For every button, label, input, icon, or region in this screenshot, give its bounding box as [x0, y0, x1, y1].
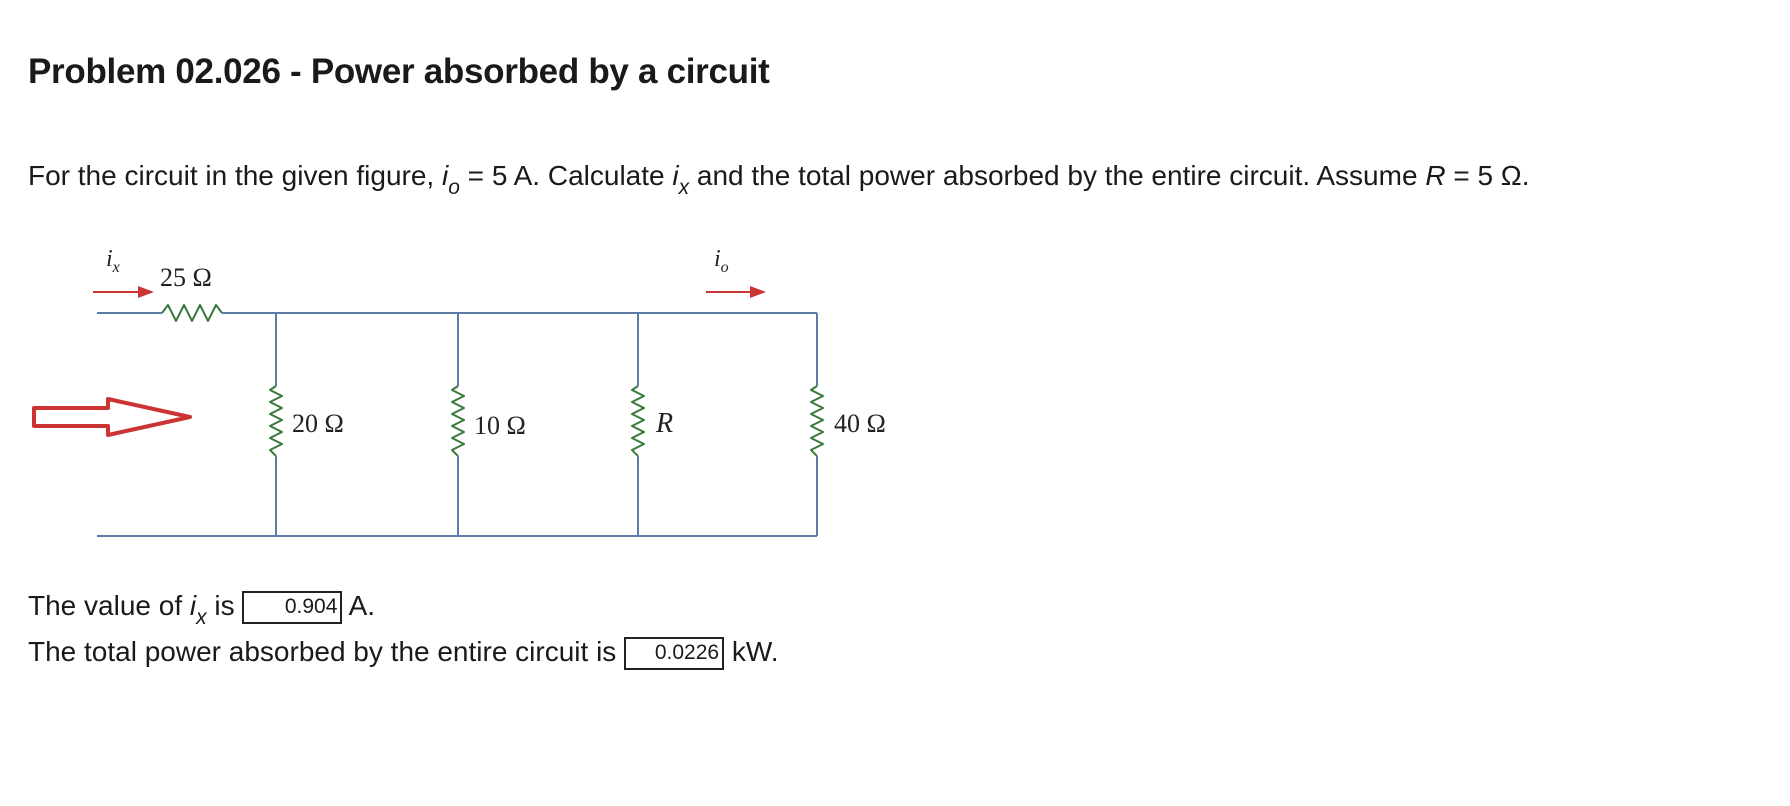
answer-line-power: The total power absorbed by the entire c… [28, 636, 779, 670]
answer-line-ix: The value of ix is 0.904 A. [28, 590, 376, 629]
problem-text-2: = 5 A. Calculate [459, 160, 673, 191]
ix-current-label: ix [106, 246, 120, 276]
ix-subscript: x [678, 176, 690, 199]
io-arrow [706, 286, 766, 298]
io-variable: i [441, 160, 449, 191]
ix-variable: i [672, 160, 679, 191]
power-answer-box[interactable]: 0.0226 [624, 637, 725, 670]
resistor-10-label: 10 Ω [474, 411, 526, 440]
ix-arrow [93, 286, 154, 298]
problem-text-3: and the total power absorbed by the enti… [689, 160, 1426, 191]
problem-text-4: = 5 Ω. [1445, 160, 1530, 191]
problem-statement: For the circuit in the given figure, io … [28, 160, 1530, 199]
resistor-25-label: 25 Ω [160, 263, 212, 292]
resistor-40-label: 40 Ω [834, 409, 886, 438]
resistor-10-ohm [451, 385, 465, 457]
io-current-label: io [714, 246, 729, 276]
answer-1-unit: A. [342, 590, 376, 621]
resistor-20-label: 20 Ω [292, 409, 344, 438]
answer-1-mid: is [206, 590, 243, 621]
answer-ix-subscript: x [196, 606, 207, 629]
io-subscript: o [448, 176, 460, 199]
page-title: Problem 02.026 - Power absorbed by a cir… [28, 52, 770, 91]
resistor-r-label: R [655, 408, 673, 439]
resistor-20-ohm [269, 385, 283, 457]
answer-1-prefix: The value of [28, 590, 190, 621]
answer-2-unit: kW. [724, 636, 779, 667]
ix-answer-box[interactable]: 0.904 [242, 591, 343, 624]
answer-ix-variable: i [189, 590, 197, 621]
answer-2-prefix: The total power absorbed by the entire c… [28, 636, 625, 667]
resistor-25-ohm [161, 304, 223, 322]
resistor-40-ohm [810, 385, 824, 457]
resistor-r [631, 385, 645, 457]
input-arrow-icon [32, 397, 192, 437]
r-variable: R [1425, 160, 1446, 191]
circuit-figure: ix io 25 Ω 20 Ω 10 Ω R 40 Ω [32, 246, 886, 537]
problem-text-1: For the circuit in the given figure, [28, 160, 442, 191]
